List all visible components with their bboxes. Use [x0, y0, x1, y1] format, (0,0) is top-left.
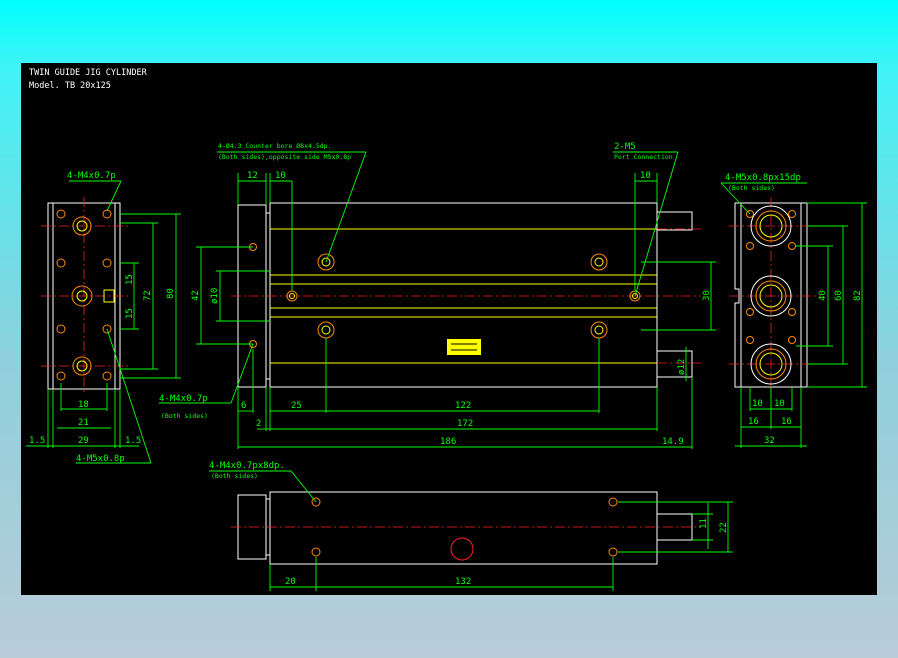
dim-29: 29: [78, 436, 89, 446]
cylinder-body: [269, 202, 658, 388]
dim-16b: 16: [781, 417, 792, 427]
drawing-model: Model. TB 20x125: [29, 81, 111, 91]
nameplate: [447, 339, 481, 355]
dim-82: 82: [853, 290, 863, 301]
right-end-view: [729, 197, 821, 393]
dim-12: 12: [247, 171, 258, 181]
drawing-title: TWIN GUIDE JIG CYLINDER: [29, 68, 148, 78]
dim-10-right-a: 10: [752, 399, 763, 409]
dim-10-right: 10: [640, 171, 651, 181]
dim-14-9: 14.9: [662, 437, 684, 447]
bottom-rod: [656, 513, 693, 541]
dim-42: 42: [191, 290, 201, 301]
dim-15a: 15: [125, 274, 135, 285]
dim-1-5-right: 1.5: [125, 436, 141, 446]
drawing-sheet: TWIN GUIDE JIG CYLINDER Model. TB 20x125…: [21, 63, 877, 595]
front-tap-note: (Both sides): [161, 412, 208, 420]
dim-172: 172: [457, 419, 473, 429]
dim-80: 80: [166, 288, 176, 299]
bottom-tap-callout: 4-M4x0.7px8dp.: [209, 461, 285, 471]
bottom-view-dimensions: 4-M4x0.7px8dp. (Both sides) 11 22 20 132: [209, 461, 733, 591]
bottom-body: [269, 491, 658, 565]
port-callout: 2-M5: [614, 142, 636, 152]
right-tap-callout: 4-M5x0.8px15dp: [725, 173, 801, 183]
left-top-tap-callout: 4-M4x0.7p: [67, 171, 116, 181]
right-end-plate: [734, 202, 808, 388]
dim-30: 30: [702, 290, 712, 301]
dim-16a: 16: [748, 417, 759, 427]
dim-11: 11: [699, 518, 709, 529]
bottom-tap-note: (Both sides): [211, 472, 258, 480]
dim-phi10: ø10: [210, 288, 220, 304]
dim-20: 20: [285, 577, 296, 587]
dim-2: 2: [256, 419, 261, 429]
counterbore-callout: 4-Ø4.3 Counter bore Ø8x4.5dp.: [218, 142, 332, 150]
bottom-view: [231, 491, 701, 565]
main-side-view: [231, 202, 701, 388]
right-tap-note: (Both sides): [728, 184, 775, 192]
front-tap-callout: 4-M4x0.7p: [159, 394, 208, 404]
dim-40: 40: [818, 290, 828, 301]
dim-10-left: 10: [275, 171, 286, 181]
dim-15b: 15: [125, 308, 135, 319]
right-view-dimensions: 4-M5x0.8px15dp (Both sides) 40 60 82 10 …: [720, 173, 867, 448]
main-view-dimensions: 12 10 10 4-Ø4.3 Counter bore Ø8x4.5dp. (…: [159, 142, 716, 449]
dim-phi12: ø12: [677, 359, 687, 375]
technical-drawing: TWIN GUIDE JIG CYLINDER Model. TB 20x125…: [26, 68, 867, 591]
left-bottom-tap-callout: 4-M5x0.8p: [76, 454, 125, 464]
dim-10-right-b: 10: [774, 399, 785, 409]
left-view-dimensions: 4-M4x0.7p 80 72 15 15 18 21 1.5 29 1.5 4…: [26, 171, 181, 464]
dim-186: 186: [440, 437, 456, 447]
counterbore-note: (Both sides),opposite side M5x0.8p: [218, 153, 351, 161]
dim-132: 132: [455, 577, 471, 587]
dim-6: 6: [241, 401, 246, 411]
dim-22: 22: [719, 522, 729, 533]
dim-60: 60: [834, 290, 844, 301]
dim-18: 18: [78, 400, 89, 410]
dim-122: 122: [455, 401, 471, 411]
guide-rod-bottom: [656, 350, 693, 378]
left-end-view: [41, 197, 129, 395]
guide-rod-top: [656, 211, 693, 231]
dim-1-5-left: 1.5: [29, 436, 45, 446]
dim-25: 25: [291, 401, 302, 411]
dim-72: 72: [143, 290, 153, 301]
dim-21: 21: [78, 418, 89, 428]
dim-32: 32: [764, 436, 775, 446]
port-note: Port Connection: [614, 153, 673, 161]
